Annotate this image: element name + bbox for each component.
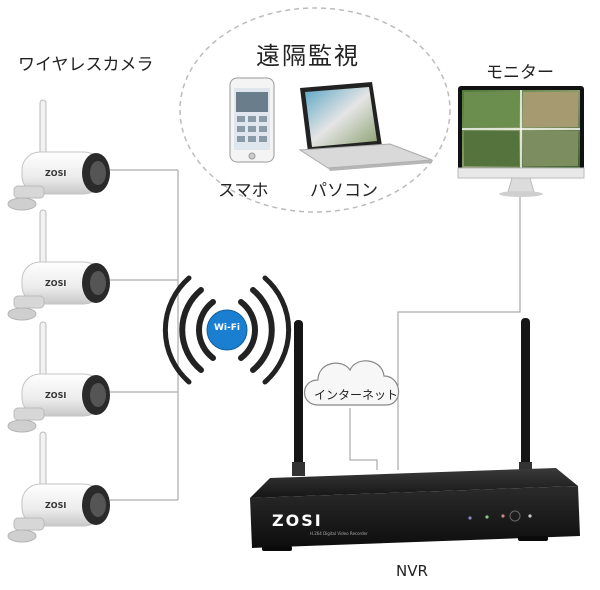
camera-2: ZOSI [7, 209, 110, 321]
monitor-icon [457, 86, 585, 197]
camera-connection-lines [110, 169, 179, 501]
camera-3: ZOSI [7, 321, 110, 433]
svg-text:ZOSI: ZOSI [45, 279, 66, 288]
cloud-icon [303, 360, 400, 406]
nvr-label: NVR [396, 562, 428, 580]
wifi-icon [162, 275, 292, 385]
smartphone-label: スマホ [218, 181, 269, 201]
camera-4: ZOSI [7, 431, 110, 543]
laptop-icon [298, 82, 433, 171]
pc-label: パソコン [310, 181, 378, 201]
nvr-subtitle: H.264 Digital Video Recorder [310, 531, 368, 536]
wifi-badge-circle [206, 309, 248, 351]
svg-text:ZOSI: ZOSI [45, 501, 66, 510]
internet-nvr-line [349, 408, 378, 470]
remote-view-title: 遠隔監視 [256, 42, 360, 70]
smartphone-icon [229, 77, 275, 163]
camera-brand-1: ZOSI [45, 169, 66, 178]
wireless-camera-label: ワイヤレスカメラ [18, 55, 154, 75]
camera-1: ZOSI [7, 99, 110, 211]
nvr-brand: ZOSI [272, 511, 323, 530]
nvr-device [250, 318, 580, 551]
wifi-badge-text: Wi-Fi [214, 323, 240, 333]
svg-text:ZOSI: ZOSI [45, 391, 66, 400]
internet-label: インターネット [314, 388, 399, 402]
monitor-label: モニター [486, 63, 554, 83]
remote-view-circle [179, 7, 451, 213]
monitor-nvr-line [397, 196, 521, 470]
